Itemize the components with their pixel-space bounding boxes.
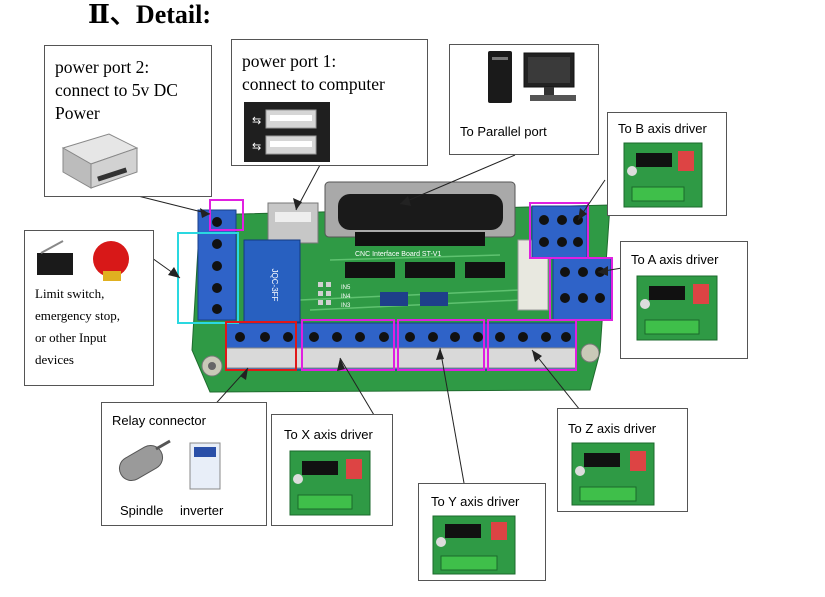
- callout-y-axis: To Y axis driver: [418, 483, 546, 581]
- limit-switch-image: [33, 237, 145, 283]
- power1-line1: power port 1:: [242, 51, 337, 71]
- callout-b-axis: To B axis driver: [607, 112, 727, 216]
- power2-line1: power port 2:: [55, 57, 150, 77]
- relay-module: JQC-3FF: [243, 239, 301, 323]
- power-supply-image: [57, 126, 141, 194]
- callout-power-port-1: power port 1: connect to computer ⇆ ⇆: [231, 39, 428, 166]
- svg-text:⇆: ⇆: [252, 141, 261, 153]
- callout-parallel-port: To Parallel port: [449, 44, 599, 155]
- usb-port: [267, 202, 319, 244]
- highlight-frames: [177, 199, 613, 371]
- callout-z-axis: To Z axis driver: [557, 408, 688, 512]
- pin-in4: IN4: [341, 294, 351, 300]
- terminal-left: [197, 209, 237, 321]
- relay-text: JQC-3FF: [270, 269, 279, 302]
- leader-arrows: [168, 196, 608, 380]
- callout-power-port-2: power port 2: connect to 5v DC Power: [44, 45, 212, 197]
- callout-a-axis: To A axis driver: [620, 241, 748, 359]
- inverter-image: [188, 441, 222, 491]
- relay-title: Relay connector: [112, 413, 206, 428]
- driver-board-z-image: [570, 441, 656, 507]
- y-axis-label: To Y axis driver: [431, 494, 520, 509]
- z-axis-label: To Z axis driver: [568, 421, 657, 436]
- svg-text:⇆: ⇆: [252, 115, 261, 127]
- driver-board-a-image: [635, 274, 719, 342]
- a-axis-label: To A axis driver: [631, 252, 719, 267]
- ic-chips: [345, 262, 505, 306]
- usb-ports-image: ⇆ ⇆: [244, 102, 330, 162]
- limit-line3: or other Input: [35, 330, 107, 345]
- power1-line2: connect to computer: [242, 74, 385, 94]
- inverter-label: inverter: [180, 503, 224, 518]
- power2-line2: connect to 5v DC: [55, 80, 178, 100]
- parallel-label: To Parallel port: [460, 124, 547, 139]
- spindle-label: Spindle: [120, 503, 164, 518]
- x-axis-label: To X axis driver: [284, 427, 373, 442]
- driver-board-y-image: [431, 514, 517, 576]
- callout-x-axis: To X axis driver: [271, 414, 393, 526]
- pin-in5: IN5: [341, 285, 351, 291]
- power2-line3: Power: [55, 103, 100, 123]
- computer-image: [480, 47, 590, 107]
- limit-line1: Limit switch,: [35, 286, 105, 301]
- pin-header: [318, 282, 331, 305]
- parallel-connector: [324, 181, 516, 246]
- terminal-right: [531, 205, 612, 321]
- driver-board-b-image: [622, 141, 704, 209]
- section-heading: Ⅱ、Detail:: [88, 0, 211, 29]
- callout-relay-connector: Relay connector Spindle inverter: [101, 402, 267, 526]
- limit-line4: devices: [35, 352, 74, 367]
- terminal-bottom: [225, 322, 577, 371]
- limit-line2: emergency stop,: [35, 308, 120, 323]
- callout-limit-switch: Limit switch, emergency stop, or other I…: [24, 230, 154, 386]
- b-axis-label: To B axis driver: [618, 121, 707, 136]
- spindle-image: [114, 439, 174, 493]
- board-title: CNC Interface Board ST-V1: [355, 251, 441, 258]
- driver-board-x-image: [288, 449, 372, 517]
- pin-in3: IN3: [341, 303, 351, 309]
